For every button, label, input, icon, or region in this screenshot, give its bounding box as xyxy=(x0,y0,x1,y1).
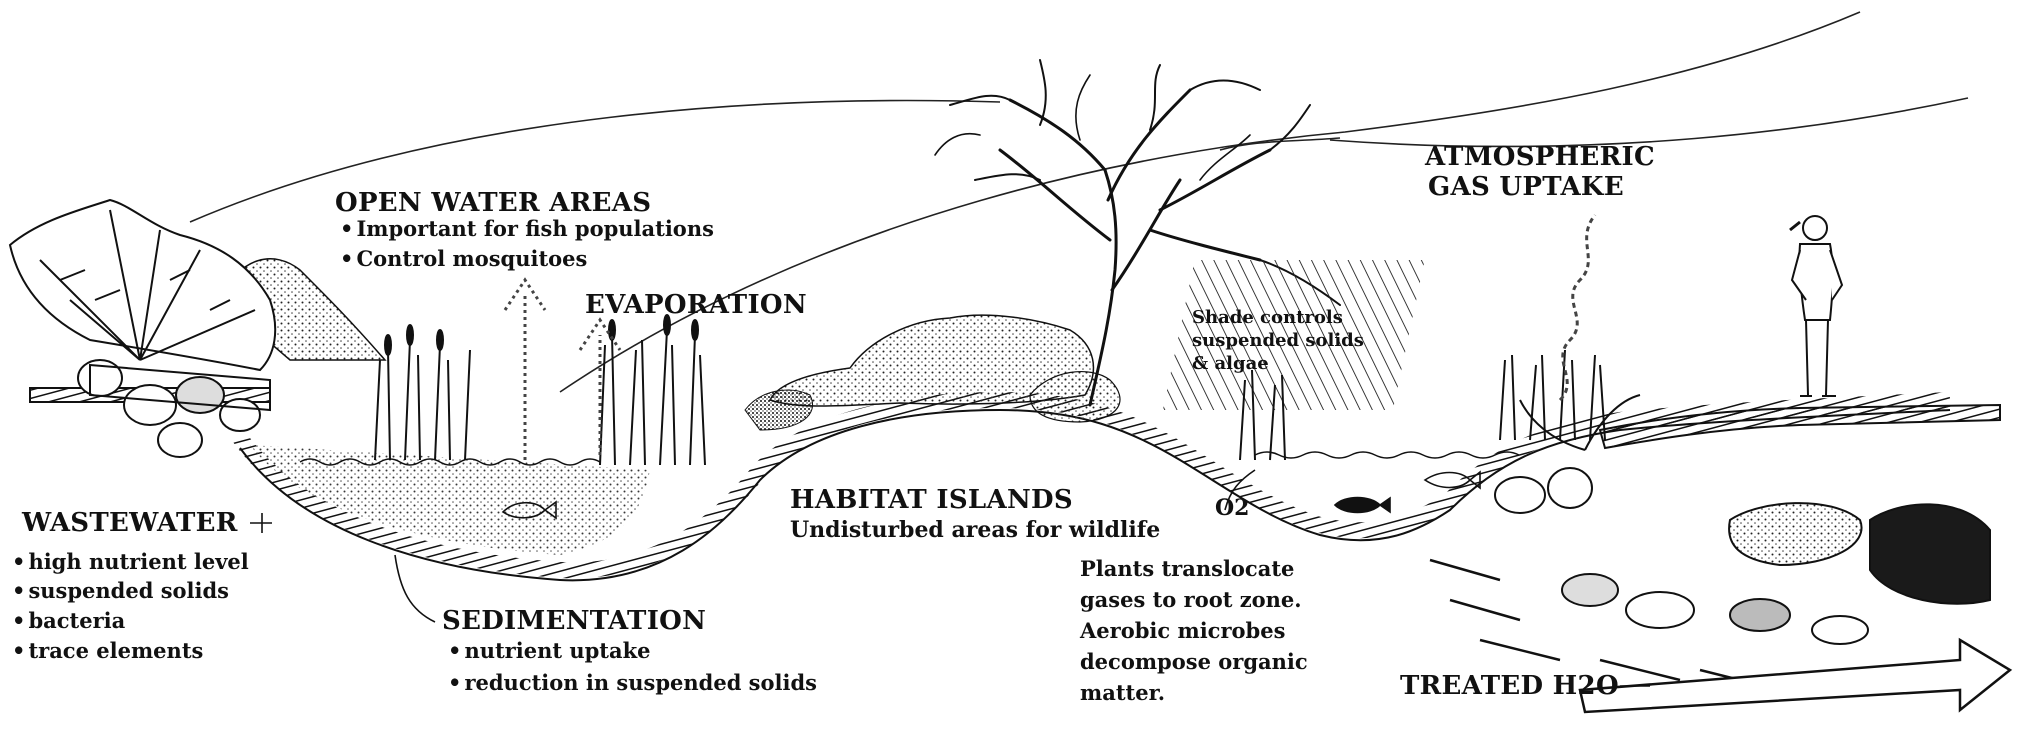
plants-line-4: decompose organic xyxy=(1080,646,1308,677)
reeds-left xyxy=(375,315,705,465)
plants-line-1: Plants translocate xyxy=(1080,553,1308,584)
atmospheric-line-2: GAS UPTAKE xyxy=(1428,174,1624,200)
treated-water-label: TREATED H2O xyxy=(1400,673,1619,699)
wastewater-bullet-1: high nutrient level xyxy=(12,551,249,572)
sedimentation-bullet-1: nutrient uptake xyxy=(448,640,651,661)
wastewater-title: WASTEWATER xyxy=(22,510,238,536)
plants-note: Plants translocate gases to root zone. A… xyxy=(1080,553,1308,708)
shade-line-3: & algae xyxy=(1192,352,1364,375)
plants-line-2: gases to root zone. xyxy=(1080,584,1308,615)
shade-line-1: Shade controls xyxy=(1192,306,1364,329)
sedimentation-title: SEDIMENTATION xyxy=(442,608,706,634)
shade-note: Shade controls suspended solids & algae xyxy=(1192,306,1364,375)
gas-uptake-arrow xyxy=(1560,215,1595,400)
evaporation-title: EVAPORATION xyxy=(585,292,807,318)
plants-line-3: Aerobic microbes xyxy=(1080,615,1308,646)
person-figure xyxy=(1790,216,1842,396)
open-water-bullet-1: Important for fish populations xyxy=(340,218,714,239)
leaf-illustration xyxy=(10,200,275,370)
oxygen-label: O2 xyxy=(1215,497,1249,519)
shore-bush xyxy=(745,390,813,430)
open-water-title: OPEN WATER AREAS xyxy=(335,190,651,216)
plants-line-5: matter. xyxy=(1080,677,1308,708)
habitat-subtitle: Undisturbed areas for wildlife xyxy=(790,519,1160,541)
fish-three xyxy=(1335,498,1390,513)
sedimentation-bullet-2: reduction in suspended solids xyxy=(448,672,817,693)
wastewater-bullet-4: trace elements xyxy=(12,640,203,661)
atmospheric-line-1: ATMOSPHERIC xyxy=(1425,144,1655,170)
habitat-title: HABITAT ISLANDS xyxy=(790,487,1073,513)
pond-two-surface xyxy=(1255,452,1519,458)
wastewater-bullet-2: suspended solids xyxy=(12,580,229,601)
open-water-bullet-2: Control mosquitoes xyxy=(340,248,587,269)
shade-line-2: suspended solids xyxy=(1192,329,1364,352)
wastewater-bullet-3: bacteria xyxy=(12,610,125,631)
outlet-arrow xyxy=(1580,640,2010,712)
